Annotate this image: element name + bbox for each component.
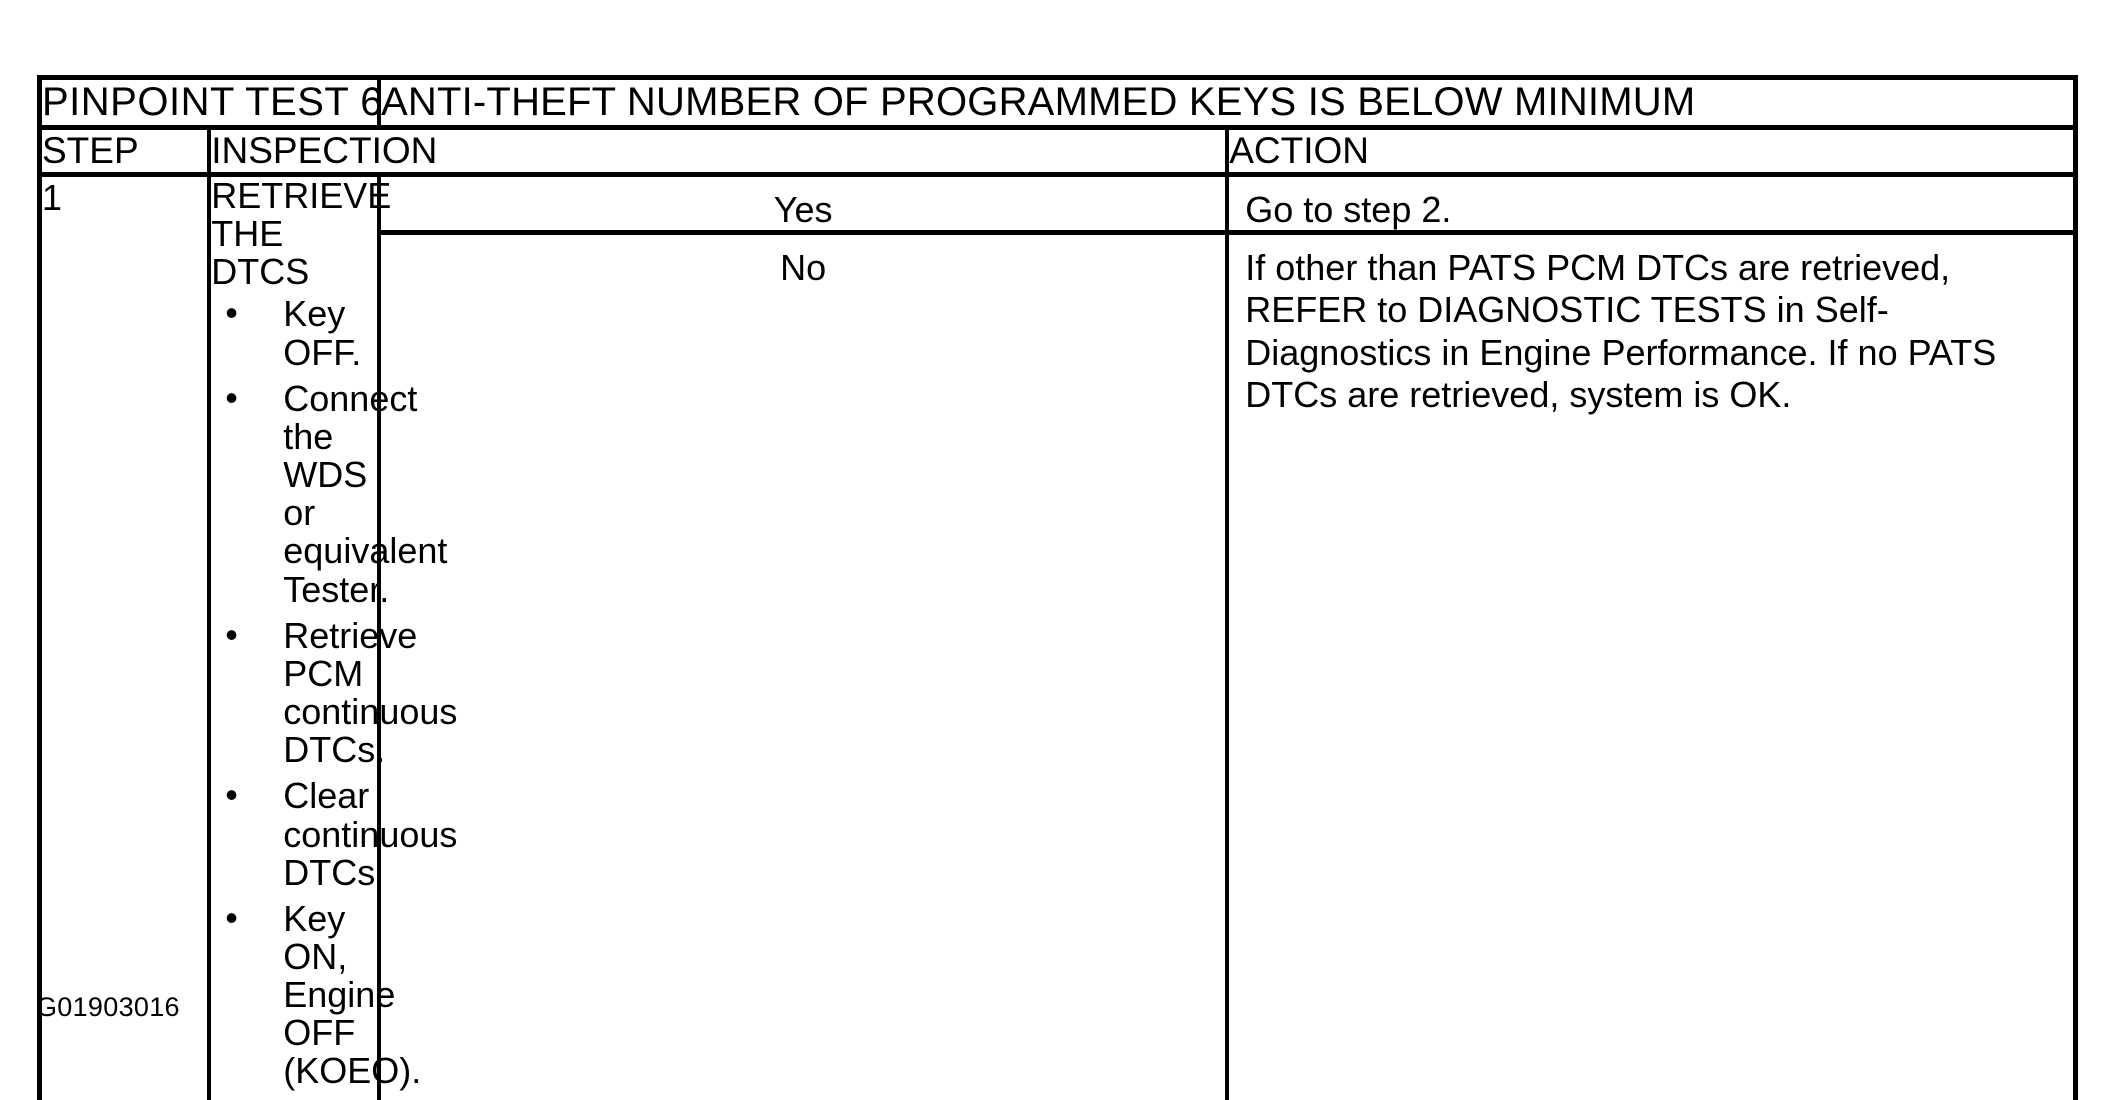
column-header-step: STEP (37, 125, 212, 177)
list-item-label: Retrieve PCM continuous DTCs. (283, 614, 458, 771)
bullet-icon: • (225, 774, 238, 816)
list-item-label: Retrieve PCM continuous DTCs (283, 1098, 417, 1100)
bullet-icon: • (225, 896, 238, 938)
bullet-icon: • (225, 376, 238, 418)
inspection-bullet-list: • Key OFF. • Connect the WDS or equivale… (211, 295, 458, 1100)
list-item-label: Clear continuous DTCs (283, 775, 458, 893)
column-header-inspection: INSPECTION (207, 125, 1230, 177)
table-row: 1 RETRIEVE THE DTCS • Key OFF. • Connect… (37, 172, 2078, 1100)
figure-caption: G01903016 (36, 992, 180, 1022)
action-cell: Go to step 2. If other than PATS PCM DTC… (1225, 172, 2078, 1100)
answer-yes: Yes (381, 177, 1226, 235)
list-item: • Retrieve PCM continuous DTCs (211, 1098, 417, 1100)
bullet-icon: • (225, 1098, 238, 1100)
step-number: 1 (37, 172, 212, 1100)
column-header-action: ACTION (1225, 125, 2078, 177)
list-item-label: Key OFF. (283, 293, 362, 373)
table-title-row: PINPOINT TEST 6 ANTI-THEFT NUMBER OF PRO… (37, 75, 2078, 130)
answer-column: Yes No (376, 172, 1230, 1100)
inspection-cell: RETRIEVE THE DTCS • Key OFF. • Connect t… (207, 172, 458, 1100)
table-header-row: STEP INSPECTION ACTION (37, 125, 2078, 177)
pinpoint-test-name: ANTI-THEFT NUMBER OF PROGRAMMED KEYS IS … (377, 75, 2078, 130)
pinpoint-test-table: PINPOINT TEST 6 ANTI-THEFT NUMBER OF PRO… (37, 75, 2078, 1100)
list-item-label: Connect the WDS or equivalent Tester. (283, 377, 448, 610)
inspection-title: RETRIEVE THE DTCS (211, 175, 392, 293)
action-for-yes: Go to step 2. (1229, 177, 2073, 235)
list-item: • Key ON, Engine OFF (KOEO). (211, 896, 422, 1099)
list-item-label: Key ON, Engine OFF (KOEO). (283, 897, 422, 1092)
answer-no: No (780, 247, 827, 288)
list-item: • Connect the WDS or equivalent Tester. (211, 376, 448, 617)
pinpoint-test-number: PINPOINT TEST 6 (37, 75, 382, 130)
list-item: • Key OFF. (211, 295, 377, 379)
action-for-no: If other than PATS PCM DTCs are retrieve… (1245, 247, 1997, 416)
bullet-icon: • (225, 613, 238, 655)
bullet-icon: • (225, 292, 238, 334)
list-item: • Clear continuous DTCs (211, 774, 458, 899)
list-item: • Retrieve PCM continuous DTCs. (211, 613, 458, 778)
